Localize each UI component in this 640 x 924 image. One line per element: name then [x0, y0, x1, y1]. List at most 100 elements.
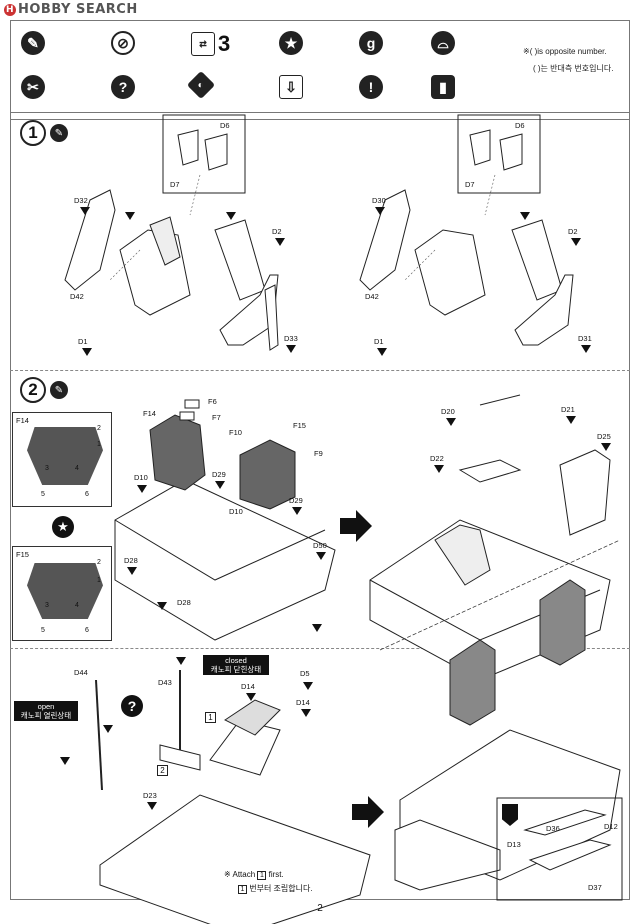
- opposite-number-note: ※( )is opposite number.: [523, 47, 607, 56]
- legend-item-star: ★: [279, 31, 347, 55]
- callout: 2: [97, 425, 101, 432]
- cement-icon: ✎: [50, 381, 68, 399]
- callout: 1: [97, 441, 101, 448]
- part-label: D29: [212, 470, 226, 479]
- cement-marker-icon: [176, 657, 186, 665]
- step-2-header: 2 ✎: [20, 377, 68, 403]
- open-label: open: [37, 702, 55, 711]
- side-panel-left: [64, 189, 116, 291]
- callout: 3: [45, 465, 49, 472]
- part-label: D7: [170, 180, 180, 189]
- part-label: D1: [374, 337, 384, 346]
- part-label: D13: [507, 840, 521, 849]
- no-cement-icon: ⊘: [111, 31, 135, 55]
- inset-title: F14: [16, 416, 29, 425]
- seat-back-left: [214, 219, 266, 301]
- part-label: F15: [293, 421, 306, 430]
- part-label: D6: [220, 121, 230, 130]
- part-label: D6: [515, 121, 525, 130]
- open-label-kr: 캐노피 열린상태: [20, 711, 72, 720]
- question-mark-circle: [121, 695, 143, 717]
- repeat-count: 3: [218, 31, 231, 56]
- part-label: F7: [212, 413, 221, 422]
- part-label: D2: [272, 227, 282, 236]
- drill-icon: ⇩: [279, 75, 303, 99]
- part-label: D37: [588, 883, 602, 892]
- cement-marker-icon: [292, 507, 302, 515]
- callout: 4: [75, 465, 79, 472]
- cement-marker-icon: [375, 207, 385, 215]
- legend-item-exclamation: !: [359, 75, 427, 99]
- symbol-legend: ✎ ⊘ ⇄ 3 ★ g ⌓ ※( )is opposite number. ( …: [10, 20, 630, 120]
- cement-marker-icon: [434, 465, 444, 473]
- closed-canopy-tag: closed 캐노피 닫힌상태: [203, 655, 269, 675]
- canopy-actuator-open: [95, 679, 103, 791]
- part-label: D1: [78, 337, 88, 346]
- cement-marker-icon: [246, 693, 256, 701]
- cement-icon: ✎: [21, 31, 45, 55]
- callout: 6: [85, 491, 89, 498]
- cement-marker-icon: [60, 757, 70, 765]
- star-icon: ★: [279, 31, 303, 55]
- ejection-seat-2: [539, 579, 586, 666]
- callout: 1: [97, 577, 101, 584]
- exclamation-icon: !: [359, 75, 383, 99]
- closed-label: closed: [225, 656, 247, 665]
- step-3-detail-box: [496, 797, 623, 901]
- ejection-seat-1: [449, 639, 496, 726]
- part-label: D7: [465, 180, 475, 189]
- attach-note-suffix: first.: [268, 870, 284, 879]
- cement-marker-icon: [566, 416, 576, 424]
- part-label: D44: [74, 668, 88, 677]
- step-1-right-detail-box: [457, 114, 541, 194]
- part-label: D21: [561, 405, 575, 414]
- inset-f14: F14 2 1 3 4 5 6: [12, 412, 112, 507]
- sticker-icon: ▮: [431, 75, 455, 99]
- rear-bulkhead-right: [458, 459, 522, 483]
- cement-marker-icon: [520, 212, 530, 220]
- cement-marker-icon: [312, 624, 322, 632]
- step-1-number: 1: [20, 120, 46, 146]
- inset-f15: F15 2 1 3 4 5 6: [12, 546, 112, 641]
- canopy-frame-step3: [209, 719, 281, 776]
- page-number: 2: [317, 903, 323, 914]
- callout: 3: [45, 602, 49, 609]
- legend-item-g: g: [359, 31, 427, 55]
- cement-marker-icon: [137, 485, 147, 493]
- cement-label-icon: [502, 804, 518, 826]
- f15-panel-icon: [27, 563, 103, 619]
- f15-instrument-panel: [239, 439, 296, 510]
- part-label: D30: [372, 196, 386, 205]
- part-label: D10: [229, 507, 243, 516]
- step-2-arrow-icon: [340, 510, 372, 542]
- attach-marker-kr: 1: [238, 885, 247, 894]
- part-label: D42: [70, 292, 84, 301]
- part-label: F14: [143, 409, 156, 418]
- cement-icon: ✎: [50, 124, 68, 142]
- cement-marker-icon: [377, 348, 387, 356]
- canopy-hood-step3: [224, 699, 281, 736]
- watermark-logo-icon: H: [4, 4, 16, 16]
- attach-marker: 1: [257, 871, 267, 880]
- seat-bucket-right: [414, 229, 486, 316]
- cement-marker-icon: [275, 238, 285, 246]
- legend-item-bowl: ⌓: [431, 31, 499, 55]
- closed-label-kr: 캐노피 닫힌상태: [210, 665, 262, 674]
- f14-instrument-panel: [149, 414, 206, 491]
- callout: 6: [85, 627, 89, 634]
- step-divider-2: [10, 648, 630, 649]
- inset-title: F15: [16, 550, 29, 559]
- seat-bucket-left: [119, 229, 191, 316]
- part-label: D22: [430, 454, 444, 463]
- cement-marker-icon: [286, 345, 296, 353]
- cement-marker-icon: [82, 348, 92, 356]
- part-label: D29: [289, 496, 303, 505]
- cement-marker-icon: [127, 567, 137, 575]
- part-label: D5: [300, 669, 310, 678]
- g-letter-icon: g: [359, 31, 383, 55]
- part-repeat-icon: ⇄: [191, 32, 215, 56]
- legend-item-no-cement: ⊘: [111, 31, 179, 55]
- attach-note-kr-text: 번부터 조립합니다.: [249, 884, 313, 893]
- legend-item-question: ?: [111, 75, 179, 99]
